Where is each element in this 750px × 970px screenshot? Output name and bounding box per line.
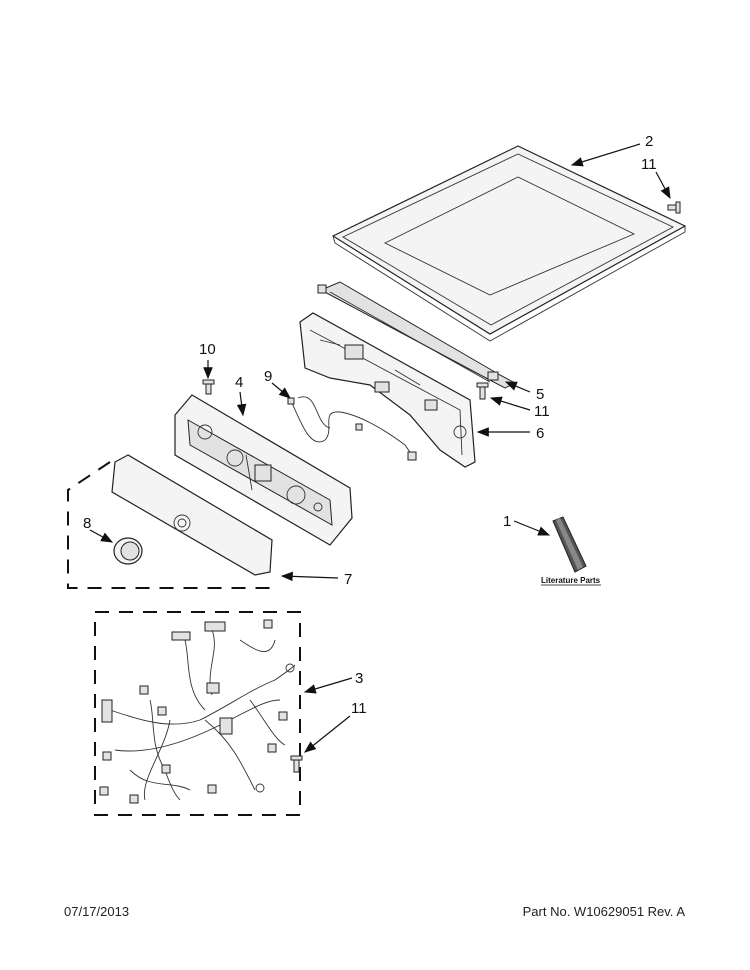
footer-date: 07/17/2013 xyxy=(64,904,130,919)
console-back-panel xyxy=(299,312,476,468)
literature-booklet xyxy=(552,516,587,573)
literature-parts-label: Literature Parts xyxy=(541,576,601,585)
callout-2: 2 xyxy=(645,133,653,150)
callout-3: 3 xyxy=(355,670,363,687)
screw-back-panel xyxy=(476,382,489,400)
top-panel-screw xyxy=(667,201,681,214)
console xyxy=(174,394,353,546)
callout-9: 9 xyxy=(264,368,272,385)
console-screw xyxy=(202,379,215,395)
callout-1: 1 xyxy=(503,513,511,530)
callout-6: 6 xyxy=(536,425,544,442)
leader-lines xyxy=(89,143,671,753)
callout-8: 8 xyxy=(83,515,91,532)
harness-screw xyxy=(290,755,303,773)
callout-7: 7 xyxy=(344,571,352,588)
top-panel xyxy=(331,145,687,342)
wire-harness-small xyxy=(287,396,417,461)
knob xyxy=(113,537,143,565)
callout-11-top: 11 xyxy=(641,156,657,173)
callout-10: 10 xyxy=(199,341,216,358)
control-panel-overlay-group xyxy=(67,454,273,589)
callout-11-bottom: 11 xyxy=(351,700,367,717)
main-harness-group xyxy=(94,611,301,816)
callout-4: 4 xyxy=(235,374,243,391)
footer-part-number: Part No. W10629051 Rev. A xyxy=(522,904,685,919)
callout-5: 5 xyxy=(536,386,544,403)
callout-11-mid: 11 xyxy=(534,403,550,420)
